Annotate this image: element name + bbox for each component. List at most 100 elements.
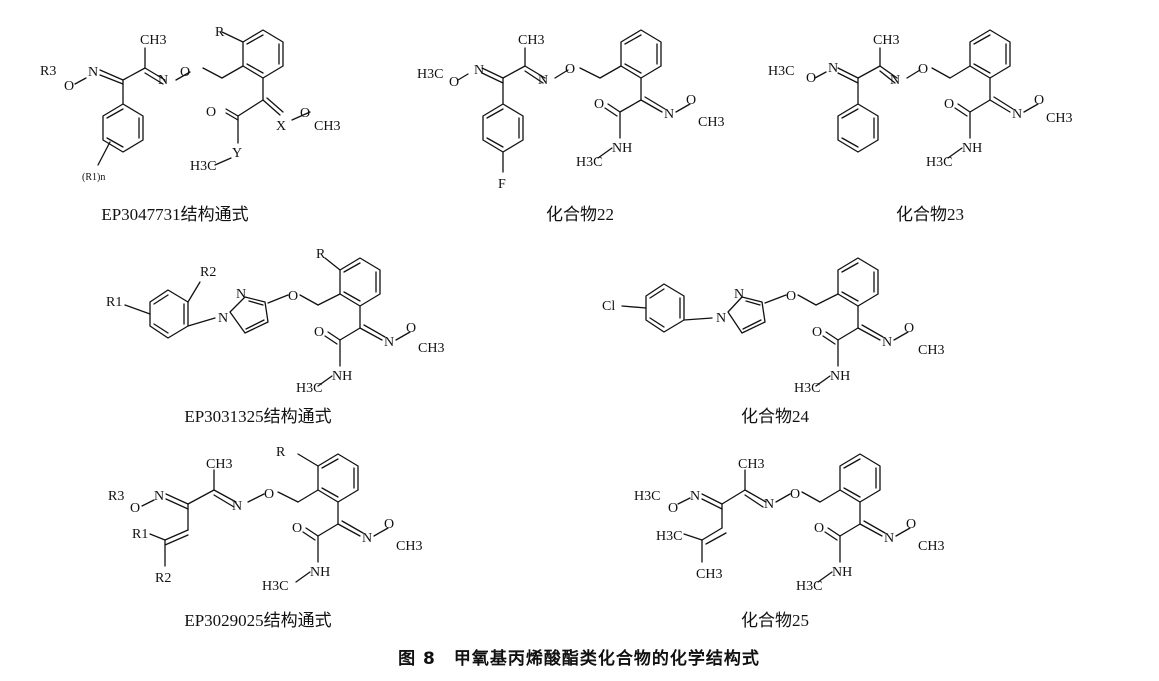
atom-n: N <box>828 61 838 76</box>
atom-h3c: H3C <box>417 67 443 82</box>
atom-n: N <box>764 497 774 512</box>
atom-ch3: CH3 <box>698 115 724 130</box>
structure-compound-23: CH3 N O N O H3C O N O CH3 NH H3C 化合物23 <box>768 29 1072 224</box>
atom-o: O <box>904 321 914 336</box>
atom-ch3: CH3 <box>314 119 340 134</box>
atom-h3c: H3C <box>262 579 288 594</box>
atom-o: O <box>790 487 800 502</box>
atom-o: O <box>906 517 916 532</box>
atom-o: O <box>565 62 575 77</box>
structure-compound-22: CH3 N O N O H3C F O N O CH3 NH H3C 化合物22 <box>417 29 724 224</box>
atom-n: N <box>362 531 372 546</box>
atom-o: O <box>314 325 324 340</box>
caption-compound-24: 化合物24 <box>741 407 809 426</box>
atom-ch3: CH3 <box>518 33 544 48</box>
atom-o: O <box>64 79 74 94</box>
structure-ep3029025: R CH3 O N N O R3 R1 R2 O N O CH3 NH H3C … <box>108 445 422 630</box>
atom-h3c: H3C <box>634 489 660 504</box>
atom-o: O <box>264 487 274 502</box>
atom-n: N <box>88 65 98 80</box>
atom-o: O <box>406 321 416 336</box>
atom-o: O <box>292 521 302 536</box>
caption-ep3031325: EP3031325结构通式 <box>184 407 331 426</box>
atom-o: O <box>786 289 796 304</box>
atom-h3c: H3C <box>296 381 322 396</box>
atom-o: O <box>206 105 216 120</box>
structure-compound-25: CH3 O N N O H3C H3C CH3 O N O CH3 NH H3C… <box>634 453 944 630</box>
atom-h3c: H3C <box>576 155 602 170</box>
atom-n: N <box>882 335 892 350</box>
caption-compound-23: 化合物23 <box>896 205 964 224</box>
atom-y: Y <box>232 146 242 161</box>
atom-n: N <box>474 63 484 78</box>
atom-o: O <box>384 517 394 532</box>
atom-nh: NH <box>332 369 352 384</box>
atom-o: O <box>300 106 310 121</box>
atom-ch3: CH3 <box>140 33 166 48</box>
atom-n: N <box>236 287 246 302</box>
atom-rn: (R1)n <box>82 172 105 183</box>
atom-nh: NH <box>310 565 330 580</box>
atom-nh: NH <box>830 369 850 384</box>
atom-n: N <box>664 107 674 122</box>
atom-o: O <box>668 501 678 516</box>
atom-ch3: CH3 <box>918 343 944 358</box>
caption-compound-25: 化合物25 <box>741 611 809 630</box>
atom-h3c: H3C <box>768 64 794 79</box>
atom-o: O <box>288 289 298 304</box>
atom-r2: R2 <box>155 571 171 586</box>
atom-nh: NH <box>612 141 632 156</box>
atom-r2: R2 <box>200 265 216 280</box>
atom-r1: R1 <box>132 527 148 542</box>
atom-r3: R3 <box>40 64 56 79</box>
atom-f: F <box>498 177 506 192</box>
atom-o: O <box>814 521 824 536</box>
atom-o: O <box>812 325 822 340</box>
atom-o: O <box>806 71 816 86</box>
structure-ep3047731: R CH3 N O N O R3 (R1)n O X O CH3 Y H3C E… <box>40 25 340 224</box>
atom-r: R <box>215 25 225 40</box>
atom-n: N <box>384 335 394 350</box>
caption-compound-22: 化合物22 <box>546 205 614 224</box>
atom-n: N <box>154 489 164 504</box>
atom-h3c: H3C <box>190 159 216 174</box>
atom-h3c: H3C <box>656 529 682 544</box>
atom-o: O <box>180 65 190 80</box>
atom-ch3: CH3 <box>1046 111 1072 126</box>
atom-o: O <box>594 97 604 112</box>
atom-nh: NH <box>962 141 982 156</box>
atom-n: N <box>716 311 726 326</box>
figure-caption: 图 8 甲氧基丙烯酸酯类化合物的化学结构式 <box>398 648 760 669</box>
caption-ep3029025: EP3029025结构通式 <box>184 611 331 630</box>
atom-o: O <box>130 501 140 516</box>
atom-ch3: CH3 <box>396 539 422 554</box>
atom-ch3: CH3 <box>418 341 444 356</box>
atom-r: R <box>316 247 326 262</box>
atom-h3c: H3C <box>794 381 820 396</box>
atom-ch3: CH3 <box>696 567 722 582</box>
atom-r3: R3 <box>108 489 124 504</box>
atom-o: O <box>449 75 459 90</box>
atom-n: N <box>538 73 548 88</box>
atom-n: N <box>1012 107 1022 122</box>
atom-n: N <box>218 311 228 326</box>
atom-n: N <box>884 531 894 546</box>
atom-r: R <box>276 445 286 460</box>
atom-n: N <box>158 73 168 88</box>
atom-h3c: H3C <box>926 155 952 170</box>
structure-ep3031325: R R2 R1 N N O O N O CH3 NH H3C EP3031325… <box>106 247 444 426</box>
atom-h3c: H3C <box>796 579 822 594</box>
atom-cl: Cl <box>602 299 615 314</box>
structure-compound-24: Cl N N O O N O CH3 NH H3C 化合物24 <box>602 257 944 426</box>
atom-n: N <box>690 489 700 504</box>
atom-ch3: CH3 <box>918 539 944 554</box>
atom-n: N <box>232 499 242 514</box>
atom-nh: NH <box>832 565 852 580</box>
atom-ch3: CH3 <box>873 33 899 48</box>
atom-o: O <box>944 97 954 112</box>
atom-o: O <box>918 62 928 77</box>
atom-n: N <box>734 287 744 302</box>
caption-ep3047731: EP3047731结构通式 <box>101 205 248 224</box>
atom-o: O <box>1034 93 1044 108</box>
